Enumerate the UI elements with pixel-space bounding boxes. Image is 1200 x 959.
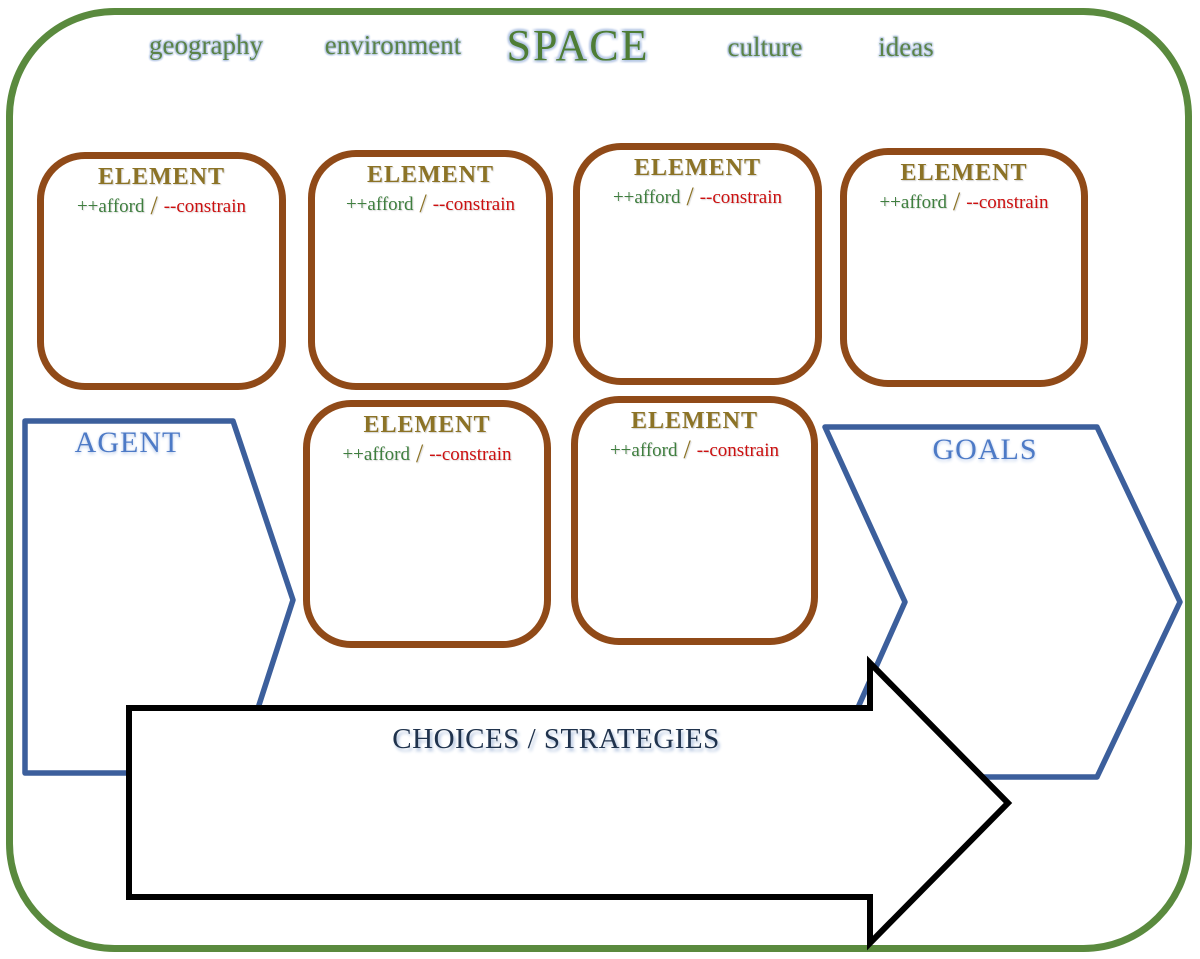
canvas-rounded-border [6, 8, 1192, 952]
element-title: ELEMENT [900, 160, 1028, 186]
element-box-6: ELEMENT ++afford/--constrain [571, 396, 818, 645]
afford-label: ++afford [879, 192, 947, 213]
slash-separator: / [419, 189, 427, 218]
afford-label: ++afford [345, 194, 414, 215]
slash-separator: / [150, 191, 158, 220]
space-keyword-geography: geography [149, 30, 263, 60]
element-title: ELEMENT [363, 412, 491, 438]
element-title: ELEMENT [366, 162, 495, 188]
slash-separator: / [686, 182, 694, 211]
element-box-2: ELEMENT ++afford/--constrain [308, 150, 553, 390]
choices-strategies-arrow-shape [126, 655, 1013, 951]
element-subtitle: ++afford/--constrain [310, 439, 544, 469]
element-subtitle: ++afford/--constrain [847, 187, 1081, 217]
space-keyword-environment: environment [324, 30, 462, 60]
slash-separator: / [952, 187, 961, 216]
constrain-label: --constrain [432, 194, 516, 215]
choices-strategies-label: CHOICES / STRATEGIES [392, 723, 720, 755]
element-subtitle: ++afford/--constrain [578, 435, 811, 465]
element-box-3: ELEMENT ++afford/--constrain [573, 143, 822, 385]
element-box-5: ELEMENT ++afford/--constrain [303, 400, 551, 648]
agent-label: AGENT [74, 426, 182, 459]
afford-label: ++afford [76, 196, 145, 217]
space-keyword-culture: culture [727, 32, 803, 62]
element-box-4: ELEMENT ++afford/--constrain [840, 148, 1088, 387]
afford-label: ++afford [342, 444, 410, 465]
element-subtitle: ++afford/--constrain [315, 189, 546, 219]
goals-label: GOALS [932, 433, 1038, 466]
element-title: ELEMENT [97, 164, 226, 190]
slash-separator: / [415, 439, 424, 468]
afford-label: ++afford [609, 440, 678, 461]
space-title: SPACE [506, 21, 650, 70]
constrain-label: --constrain [429, 444, 512, 465]
afford-label: ++afford [612, 187, 681, 208]
constrain-label: --constrain [966, 192, 1049, 213]
constrain-label: --constrain [699, 187, 783, 208]
element-title: ELEMENT [633, 155, 762, 181]
goals-chevron-shape [822, 424, 1183, 780]
element-box-1: ELEMENT ++afford/--constrain [37, 152, 286, 390]
element-subtitle: ++afford/--constrain [580, 182, 815, 212]
constrain-label: --constrain [696, 440, 780, 461]
slash-separator: / [683, 435, 691, 464]
element-title: ELEMENT [630, 408, 759, 434]
constrain-label: --constrain [163, 196, 247, 217]
agent-pentagon-shape [22, 418, 296, 776]
space-keyword-ideas: ideas [878, 32, 934, 62]
element-subtitle: ++afford/--constrain [44, 191, 279, 221]
